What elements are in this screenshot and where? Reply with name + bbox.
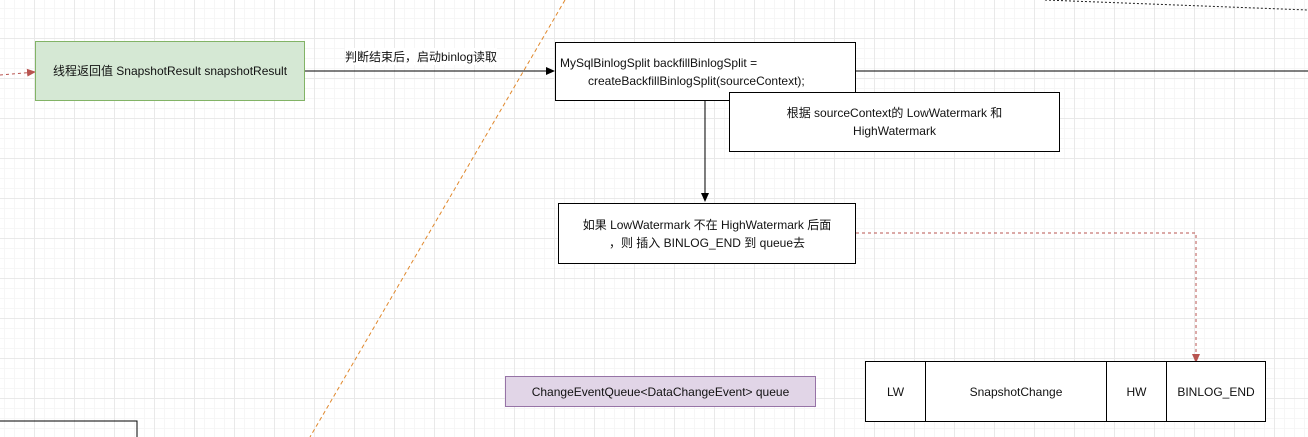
incoming-dashed-edge [0, 68, 36, 77]
queue-cell-snapshot-change[interactable]: SnapshotChange [925, 361, 1107, 422]
queue-cell-binlog-end[interactable]: BINLOG_END [1166, 361, 1266, 422]
backfill-line-1: MySqlBinlogSplit backfillBinlogSplit = [560, 55, 758, 70]
queue-cell-hw-text: HW [1126, 384, 1147, 399]
partial-bottom-left-box [0, 420, 138, 437]
backfill-line-2: createBackfillBinlogSplit(sourceContext)… [588, 73, 805, 88]
queue-cell-snapshot-change-text: SnapshotChange [969, 384, 1063, 399]
condition-line-2: ，则 插入 BINLOG_END 到 queue去 [608, 235, 806, 250]
top-dotted-edge [1044, 0, 1308, 11]
queue-cell-lw-text: LW [886, 384, 905, 399]
change-event-queue-text: ChangeEventQueue<DataChangeEvent> queue [531, 384, 790, 399]
queue-cell-hw[interactable]: HW [1106, 361, 1167, 422]
start-binlog-label: 判断结束后，启动binlog读取 [345, 48, 498, 65]
change-event-queue-node[interactable]: ChangeEventQueue<DataChangeEvent> queue [505, 376, 816, 407]
insert-binlog-end-edge[interactable] [856, 232, 1200, 363]
watermark-line-2: HighWatermark [853, 124, 936, 138]
queue-cell-binlog-end-text: BINLOG_END [1177, 384, 1255, 399]
snapshot-result-text: 线程返回值 SnapshotResult snapshotResult [52, 64, 288, 78]
watermark-line-1: 根据 sourceContext的 LowWatermark 和 [786, 106, 1003, 120]
snapshot-result-node[interactable]: 线程返回值 SnapshotResult snapshotResult [35, 41, 305, 101]
condition-node[interactable]: 如果 LowWatermark 不在 HighWatermark 后面 ，则 插… [558, 203, 856, 264]
backfill-split-node[interactable]: MySqlBinlogSplit backfillBinlogSplit = c… [555, 42, 856, 101]
condition-line-1: 如果 LowWatermark 不在 HighWatermark 后面 [582, 217, 832, 232]
watermark-note-node[interactable]: 根据 sourceContext的 LowWatermark 和 HighWat… [729, 92, 1060, 152]
orange-dashed-divider [309, 0, 566, 437]
queue-cell-lw[interactable]: LW [865, 361, 926, 422]
